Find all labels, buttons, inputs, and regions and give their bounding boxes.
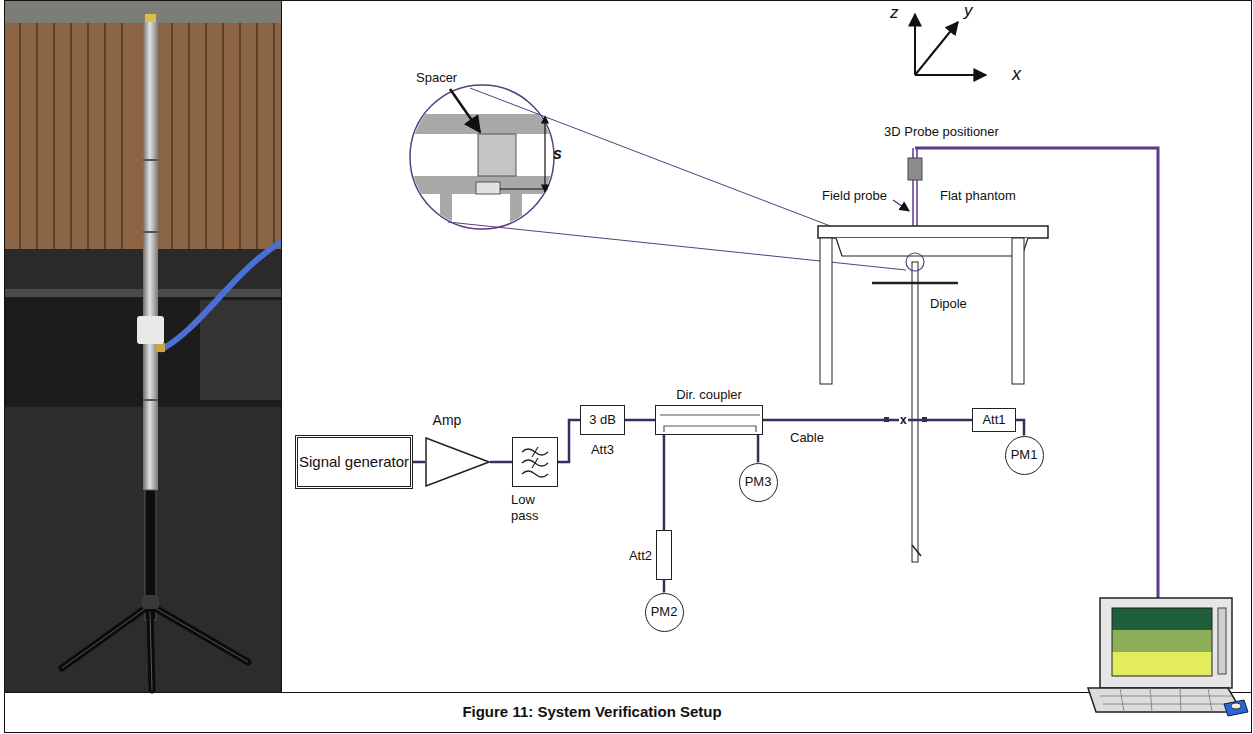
power-meter-outline: PM3 [739,463,778,502]
power-meter: PM1 [1005,436,1043,474]
dimension-label: s [553,145,562,162]
connection-marker: x [899,413,908,427]
block-label: PM3 [745,474,772,490]
block-label: Att1 [982,412,1005,428]
cable-connector [413,461,425,464]
signal-generator-outline: Signal generator [295,435,413,489]
block-label: PM1 [1011,447,1038,463]
axes [915,14,986,75]
part-label: Flat phantom [940,188,1016,203]
cable-connector [663,435,666,530]
dipole-photo [5,1,281,692]
block-label: Low pass [511,492,547,523]
directional-coupler-outline [655,405,763,435]
computer [1088,598,1248,716]
cable-connector [490,461,512,464]
cable-connector [625,419,655,422]
figure-caption: Figure 11: System Verification Setup [462,703,721,720]
power-meter: PM3 [739,463,777,501]
figure-frame [5,0,1252,733]
axis-label: z [890,3,899,22]
attenuator: Att2 [608,530,672,580]
amplifier-outline [425,437,490,487]
part-label: Spacer [416,70,457,85]
power-meter: PM2 [645,593,683,631]
amplifier: Amp [417,411,490,487]
amplifier-symbol [425,437,490,487]
block-label: 3 dB [589,412,616,428]
attenuator: Att1 [972,408,1016,432]
block-label: Signal generator [299,453,409,471]
low-pass-filter: Low pass [511,437,558,526]
block-label: Att2 [629,548,652,564]
part-label: 3D Probe positioner [884,124,999,139]
low-pass-filter-outline [512,437,558,487]
filter-symbol [513,438,559,488]
signal-generator: Signal generator [298,435,410,489]
measurement-setup [818,148,1158,598]
cable-connector [558,420,580,462]
directional-coupler: Dir. coupler [650,385,768,435]
block-label: Att3 [591,442,614,458]
attenuator-3db-outline: 3 dB [580,405,625,435]
attenuator-outline [656,530,672,580]
edge-label: Cable [790,430,824,445]
axis-label: y [964,1,973,20]
cable-connector [757,435,760,463]
coupler-symbol [656,406,764,436]
cable-connector [763,419,972,422]
axis-label: x [1012,64,1021,84]
block-label: Amp [433,412,462,429]
cable-connector [1016,420,1024,436]
power-meter-outline: PM2 [645,593,684,632]
attenuator-3db: 3 dB Att3 [575,405,630,474]
power-meter-outline: PM1 [1005,436,1044,475]
attenuator-outline: Att1 [972,408,1016,432]
block-label: PM2 [651,604,678,620]
part-label: Field probe [822,188,887,203]
block-label: Dir. coupler [676,387,742,403]
cable-connector [663,580,666,593]
part-label: Dipole [930,296,967,311]
